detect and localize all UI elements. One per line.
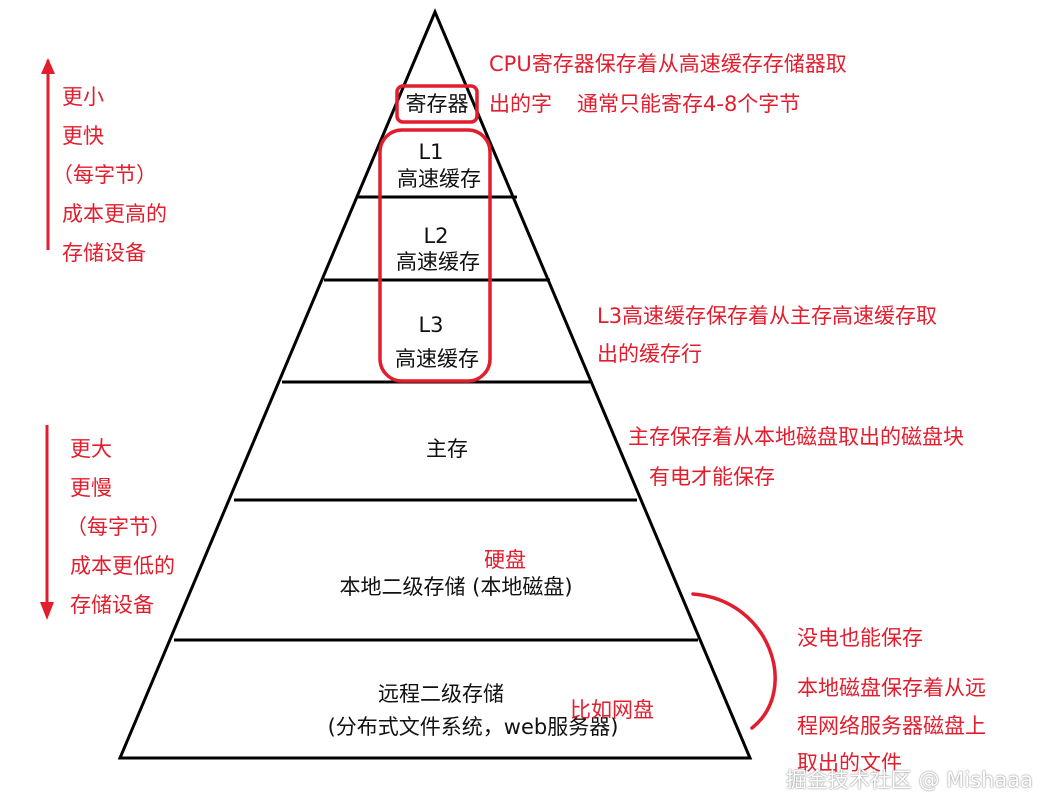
up-label-per-byte: （每字节） [52,163,157,187]
down-arrowhead [40,602,54,620]
down-label-larger: 更大 [70,437,112,461]
local-disk-note-line3: 取出的文件 [797,751,902,775]
down-label-storage: 存储设备 [70,593,154,617]
l1-name: L1 [418,140,444,164]
down-label-slower: 更慢 [70,476,112,500]
cpu-register-note-line2: 出的字 [489,92,552,116]
up-arrowhead [41,58,55,74]
l2-name: L2 [423,224,449,248]
storage-bracket [691,592,777,730]
up-label-faster: 更快 [62,124,104,148]
watermark: 掘金技术社区 @ Mishaaa [785,768,1033,792]
l3-name: L3 [418,313,444,337]
remote-storage-label-line1: 远程二级存储 [378,682,504,706]
down-label-per-byte: （每字节） [66,515,171,539]
l1-label: 高速缓存 [397,167,481,191]
no-power-note: 没电也能保存 [797,626,923,650]
main-memory-label: 主存 [426,437,468,461]
main-memory-note-line2: 有电才能保存 [649,465,775,489]
local-disk-note-line1: 本地磁盘保存着从远 [797,676,986,700]
hard-disk-note: 硬盘 [484,548,526,572]
up-label-cost-higher: 成本更高的 [62,202,167,226]
l3-note-line1: L3高速缓存保存着从主存高速缓存取 [597,304,938,328]
local-disk-note-line2: 程网络服务器磁盘上 [797,714,986,738]
registers-label: 寄存器 [405,92,469,116]
remote-storage-label-line2: (分布式文件系统，web服务器) [327,715,619,739]
down-label-cost-lower: 成本更低的 [70,554,175,578]
local-storage-label: 本地二级存储 (本地磁盘) [339,575,573,599]
l2-label: 高速缓存 [396,250,480,274]
l3-note-line2: 出的缓存行 [597,342,702,366]
up-labels: 更小 更快 （每字节） 成本更高的 存储设备 [52,78,167,273]
cpu-register-note-line1: CPU寄存器保存着从高速缓存存储器取 [489,52,847,76]
up-label-storage: 存储设备 [62,241,146,265]
register-highlight-box [395,84,479,124]
cache-highlight-box [378,128,492,383]
pyramid-outline [117,8,753,760]
l3-label: 高速缓存 [395,347,479,371]
down-labels: 更大 更慢 （每字节） 成本更低的 存储设备 [66,430,175,625]
register-bytes-note: 通常只能寄存4-8个字节 [577,92,801,116]
up-label-smaller: 更小 [62,85,104,109]
main-memory-note-line1: 主存保存着从本地磁盘取出的磁盘块 [628,425,964,449]
netdisk-note: 比如网盘 [570,698,654,722]
